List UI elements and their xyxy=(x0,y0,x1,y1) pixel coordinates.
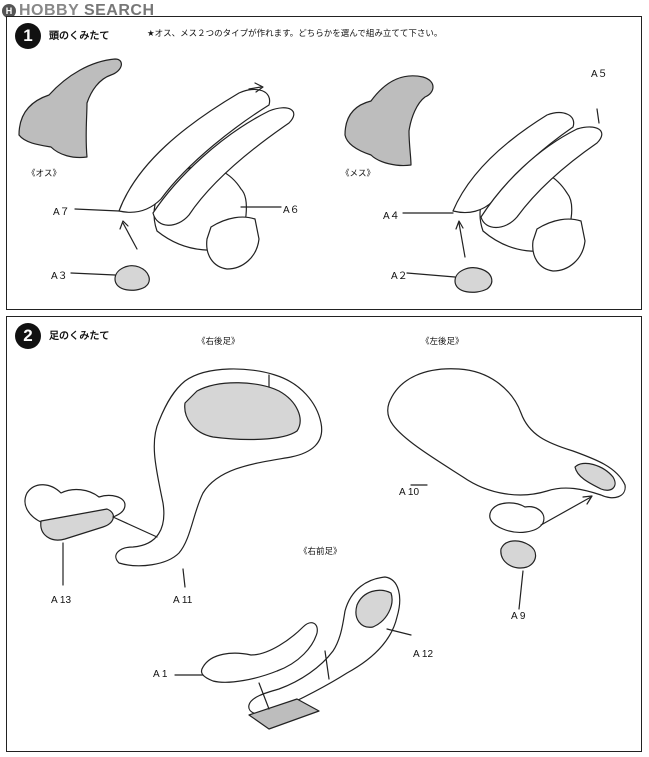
part-a2 xyxy=(454,267,493,293)
label-a5: A５ xyxy=(591,69,608,80)
label-a4: A４ xyxy=(383,211,400,222)
watermark-hobby: HOBBY xyxy=(19,2,79,19)
neck-stump xyxy=(206,216,260,270)
step-2-number: 2 xyxy=(15,323,41,349)
right-fore-caption: 《右前足》 xyxy=(299,547,342,557)
step-1-note: ★オス、メス２つのタイプが作れます。どちらかを選んで組み立てて下さい。 xyxy=(147,29,443,39)
label-a11: A 11 xyxy=(173,595,193,606)
male-head-thumbnail xyxy=(18,58,122,159)
leg-assembly-diagram xyxy=(24,368,626,730)
watermark-search: SEARCH xyxy=(83,2,155,19)
label-a1: A 1 xyxy=(153,669,168,680)
step-2-title: 足のくみたて xyxy=(49,331,110,342)
female-head-thumbnail xyxy=(344,75,434,167)
label-a7: A７ xyxy=(53,207,70,218)
label-a3: A３ xyxy=(51,271,68,282)
left-hind-caption: 《左後足》 xyxy=(421,337,464,347)
left-hind-foot-a9 xyxy=(489,502,545,533)
step-1-panel: 1 頭のくみたて ★オス、メス２つのタイプが作れます。どちらかを選んで組み立てて… xyxy=(6,16,642,310)
crest-a7-part xyxy=(118,88,271,213)
head-assembly-diagram xyxy=(18,58,603,293)
step-2-panel: 2 足のくみたて xyxy=(6,316,642,752)
right-hind-caption: 《右後足》 xyxy=(197,337,240,347)
label-a6: A６ xyxy=(283,205,300,216)
female-caption: 《メス》 xyxy=(341,169,376,179)
step-1-title: 頭のくみたて xyxy=(49,31,110,42)
label-a2: A２ xyxy=(391,271,408,282)
part-a3 xyxy=(114,265,150,291)
label-a13: A 13 xyxy=(51,595,72,606)
hobby-search-logo-icon: H xyxy=(2,4,16,18)
male-caption: 《オス》 xyxy=(27,169,62,179)
right-fore-paw-a1 xyxy=(200,622,318,683)
label-a9: A 9 xyxy=(511,611,526,622)
left-hind-leg-a10 xyxy=(387,368,626,499)
hobby-search-watermark: H HOBBY SEARCH xyxy=(2,2,155,20)
label-a10: A 10 xyxy=(399,487,420,498)
crest-a4-part xyxy=(452,112,575,214)
step-1-number: 1 xyxy=(15,23,41,49)
label-a12: A 12 xyxy=(413,649,434,660)
